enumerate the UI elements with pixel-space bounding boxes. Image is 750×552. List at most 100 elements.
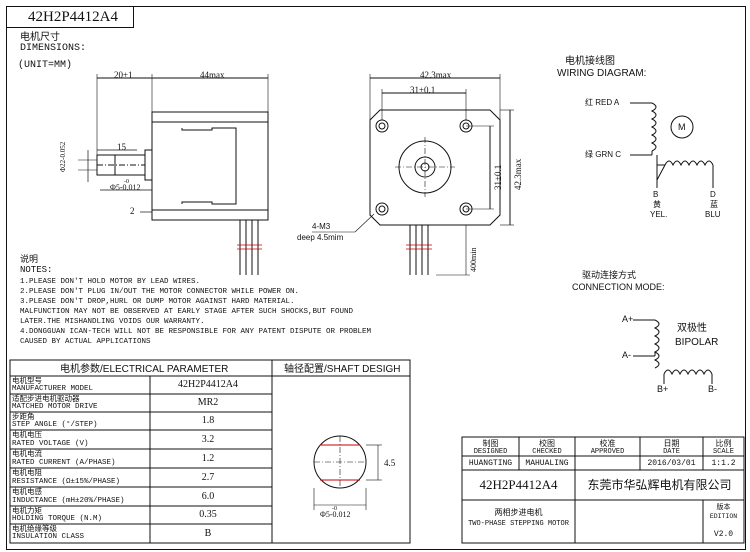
a-plus-label: A+ — [622, 314, 634, 324]
lead-length: 400min — [469, 247, 478, 272]
note-line: 1.PLEASE DON'T HOLD MOTOR BY LEAD WIRES. — [20, 278, 201, 286]
dim-width: 42.3max — [420, 70, 452, 80]
param-en: RATED VOLTAGE (V) — [12, 440, 89, 448]
b-minus-label: B- — [708, 384, 717, 394]
d-wire-label: D — [710, 190, 716, 199]
tb-approved-cn: 校准 — [599, 439, 616, 448]
param-cn: 电机电阻 — [12, 468, 42, 477]
param-en: MATCHED MOTOR DRIVE — [12, 403, 98, 411]
param-cn: 电机力矩 — [12, 506, 42, 515]
yellow-cn-label: 黄 — [653, 200, 661, 209]
param-en: MANUFACTURER MODEL — [12, 385, 94, 393]
param-cn: 电机型号 — [12, 376, 42, 385]
blue-cn-label: 蓝 — [710, 200, 718, 209]
shaft-dia-label: Φ5-0.012 — [320, 510, 351, 519]
dim-height: 42.3max — [513, 158, 523, 190]
dim-pilot-tol: -0 — [124, 179, 129, 185]
tb-checked-cn: 校图 — [539, 439, 555, 448]
note-line: 4.DONGGUAN ICAN-TECH WILL NOT BE RESPONS… — [20, 328, 372, 336]
param-value: 2.7 — [201, 472, 215, 483]
dim-flat: 15 — [117, 142, 126, 152]
param-cn: 电机电感 — [12, 487, 42, 496]
motor-symbol-label: M — [678, 122, 686, 132]
tb-designed-cn: 制图 — [482, 439, 499, 448]
param-value: B — [204, 528, 212, 539]
model-title: 42H2P4412A4 — [28, 9, 119, 25]
bipolar-cn-label: 双极性 — [677, 323, 707, 334]
dim-hole-spacing: 31±0.1 — [410, 85, 436, 95]
tb-approved-en: APPROVED — [590, 448, 625, 456]
param-en: RESISTANCE (Ω±15%/PHASE) — [12, 478, 121, 486]
param-value: 42H2P4412A4 — [177, 379, 238, 390]
screw-label: 4-M3 — [312, 222, 331, 231]
param-en: HOLDING TORQUE (N.M) — [12, 515, 103, 523]
model-header-box — [6, 6, 134, 28]
blue-en-label: BLU — [705, 210, 721, 219]
param-cn: 电机绝缘等级 — [12, 524, 57, 533]
note-line: LATER.THE MISHANDLING VOIDS OUR WARRANTY… — [20, 318, 205, 326]
tb-date-cn: 日期 — [663, 439, 680, 448]
tb-model: 42H2P4412A4 — [479, 477, 558, 492]
tb-scale-cn: 比例 — [715, 439, 732, 448]
param-value: 1.2 — [201, 453, 215, 464]
tb-product-cn: 两相步进电机 — [494, 508, 543, 517]
dim-vertical-spacing: 31±0.1 — [493, 164, 503, 190]
tb-date: 2016/03/01 — [647, 459, 696, 468]
param-value: 0.35 — [199, 509, 217, 520]
param-value: 3.2 — [201, 434, 215, 445]
wiring-title-en: WIRING DIAGRAM: — [557, 68, 647, 79]
notes-title-en: NOTES: — [20, 265, 53, 275]
param-value: MR2 — [197, 397, 219, 408]
a-minus-label: A- — [622, 350, 631, 360]
tb-checker: MAHUALING — [525, 459, 569, 468]
connection-title-en: CONNECTION MODE: — [572, 282, 665, 292]
tb-scale: 1:1.2 — [711, 459, 736, 468]
screw-depth: deep 4.5mim — [297, 233, 344, 242]
tb-date-en: DATE — [663, 448, 680, 456]
param-cn: 电机电流 — [12, 449, 42, 458]
wiring-title-cn: 电机接线图 — [565, 56, 615, 67]
shaft-dia-tol: -0 — [332, 506, 337, 512]
dimensions-en: DIMENSIONS: — [20, 43, 87, 54]
shaft-title: 轴径配置/SHAFT DESIGH — [284, 364, 401, 375]
green-wire-label: 绿 GRN C — [585, 150, 621, 159]
red-wire-label: 红 RED A — [585, 98, 620, 107]
dim-shaft-length: 20±1 — [114, 70, 133, 80]
note-line: 3.PLEASE DON'T DROP,HURL OR DUMP MOTOR A… — [20, 298, 295, 306]
dim-pilot: Φ5-0.012 — [110, 183, 141, 192]
param-cn: 适配步进电机驱动器 — [12, 394, 80, 403]
tb-designer: HUANGTING — [468, 459, 513, 468]
tb-checked-en: CHECKED — [532, 448, 562, 456]
param-en: STEP ANGLE (°/STEP) — [12, 421, 98, 429]
dim-boss: 2 — [130, 206, 135, 216]
drawing-frame — [6, 6, 746, 550]
tb-company: 东莞市华弘辉电机有限公司 — [587, 478, 732, 492]
dim-body-length: 44max — [200, 70, 225, 80]
b-plus-label: B+ — [657, 384, 669, 394]
param-en: RATED CURRENT (A/PHASE) — [12, 459, 116, 467]
tb-product-en: TWO-PHASE STEPPING MOTOR — [468, 520, 569, 528]
notes-title-cn: 说明 — [20, 254, 39, 264]
param-cn: 电机电压 — [12, 430, 42, 439]
param-value: 1.8 — [201, 415, 215, 426]
yellow-en-label: YEL. — [650, 210, 668, 219]
dim-shaft-dia: Φ22-0.052 — [59, 141, 67, 172]
note-line: CAUSED BY ACTUAL APPLICATIONS — [20, 338, 151, 346]
note-line: MALFUNCTION MAY NOT BE OBSERVED AT EARLY… — [20, 308, 354, 316]
bipolar-en-label: BIPOLAR — [675, 337, 719, 348]
unit-label: (UNIT=MM) — [18, 60, 73, 71]
tb-edition: V2.0 — [713, 530, 734, 539]
param-value: 6.0 — [201, 491, 215, 502]
param-cn: 步距角 — [12, 412, 35, 421]
dimensions-cn: 电机尺寸 — [20, 32, 60, 43]
param-en: INSULATION CLASS — [12, 533, 85, 541]
connection-title-cn: 驱动连接方式 — [582, 270, 637, 280]
tb-edition-en: EDITION — [709, 513, 738, 520]
tb-edition-cn: 版本 — [716, 504, 731, 511]
tb-designed-en: DESIGNED — [473, 448, 508, 456]
b-wire-label: B — [653, 190, 659, 199]
note-line: 2.PLEASE DON'T PLUG IN/OUT THE MOTOR CON… — [20, 288, 300, 296]
param-en: INDUCTANCE (mH±20%/PHASE) — [12, 497, 125, 505]
params-title: 电机参数/ELECTRICAL PARAMETER — [60, 364, 229, 375]
